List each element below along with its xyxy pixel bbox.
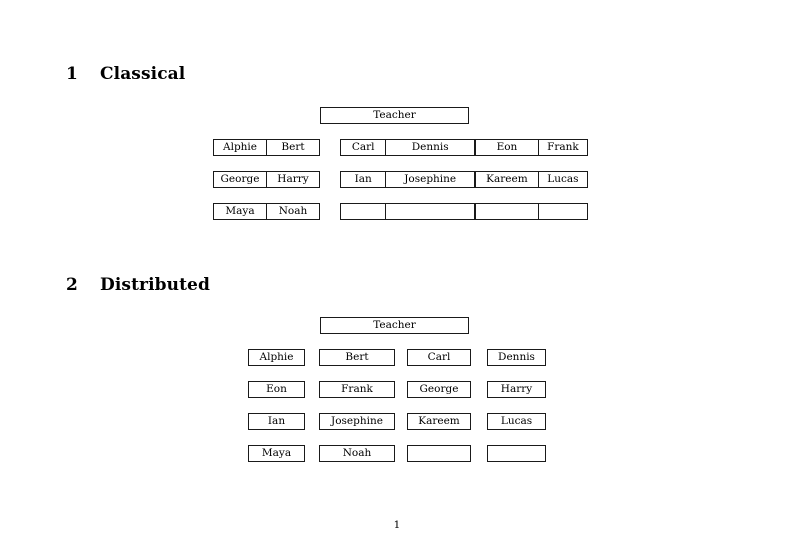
name-cell: Eon bbox=[249, 382, 304, 397]
cell-group: Maya bbox=[248, 445, 305, 462]
table-row: Eon Frank George Harry bbox=[248, 381, 548, 398]
name-cell: Eon bbox=[476, 140, 538, 155]
name-cell: Maya bbox=[214, 204, 266, 219]
cell-group: Ian bbox=[248, 413, 305, 430]
name-cell: Frank bbox=[320, 382, 394, 397]
table-row: Maya Noah bbox=[248, 445, 548, 462]
name-cell: Bert bbox=[320, 350, 394, 365]
cell-group: George Harry bbox=[213, 171, 320, 188]
name-cell: Dennis bbox=[488, 350, 545, 365]
name-cell: George bbox=[214, 172, 266, 187]
cell-group: Lucas bbox=[487, 413, 546, 430]
cell-group: Carl Dennis bbox=[340, 139, 475, 156]
cell-group: Kareem bbox=[407, 413, 471, 430]
table-row: Alphie Bert Carl Dennis Eon Frank bbox=[213, 139, 588, 156]
cell-group bbox=[407, 445, 471, 462]
name-cell: Frank bbox=[537, 140, 587, 155]
empty-cell bbox=[488, 446, 545, 461]
name-cell: Kareem bbox=[408, 414, 470, 429]
name-cell: Josephine bbox=[385, 172, 474, 187]
section-number: 2 bbox=[66, 275, 78, 295]
empty-cell bbox=[408, 446, 470, 461]
empty-cell bbox=[476, 204, 538, 219]
cell-group: Dennis bbox=[487, 349, 546, 366]
name-cell: Josephine bbox=[320, 414, 394, 429]
name-cell: Alphie bbox=[214, 140, 266, 155]
name-cell: Noah bbox=[266, 204, 319, 219]
cell-group: George bbox=[407, 381, 471, 398]
cell-group bbox=[475, 203, 588, 220]
teacher-box-distributed: Teacher bbox=[320, 317, 469, 334]
table-row: Alphie Bert Carl Dennis bbox=[248, 349, 548, 366]
cell-group: Kareem Lucas bbox=[475, 171, 588, 188]
name-cell: Dennis bbox=[385, 140, 474, 155]
cell-group: Eon bbox=[248, 381, 305, 398]
table-row: Ian Josephine Kareem Lucas bbox=[248, 413, 548, 430]
empty-cell bbox=[341, 204, 386, 219]
name-cell: George bbox=[408, 382, 470, 397]
cell-group: Josephine bbox=[319, 413, 395, 430]
cell-group: Alphie Bert bbox=[213, 139, 320, 156]
teacher-box-classical: Teacher bbox=[320, 107, 469, 124]
name-cell: Noah bbox=[320, 446, 394, 461]
cell-group: Harry bbox=[487, 381, 546, 398]
name-cell: Ian bbox=[249, 414, 304, 429]
name-cell: Harry bbox=[266, 172, 319, 187]
name-cell: Bert bbox=[266, 140, 319, 155]
cell-group: Frank bbox=[319, 381, 395, 398]
cell-group: Maya Noah bbox=[213, 203, 320, 220]
name-cell: Ian bbox=[341, 172, 386, 187]
section-title: Distributed bbox=[100, 275, 210, 295]
cell-group: Carl bbox=[407, 349, 471, 366]
empty-cell bbox=[385, 204, 474, 219]
name-cell: Carl bbox=[341, 140, 386, 155]
name-cell: Lucas bbox=[537, 172, 587, 187]
name-cell: Alphie bbox=[249, 350, 304, 365]
page-number: 1 bbox=[393, 519, 401, 531]
name-cell: Maya bbox=[249, 446, 304, 461]
section-number: 1 bbox=[66, 64, 78, 84]
cell-group: Alphie bbox=[248, 349, 305, 366]
name-cell: Carl bbox=[408, 350, 470, 365]
cell-group: Ian Josephine bbox=[340, 171, 475, 188]
name-cell: Lucas bbox=[488, 414, 545, 429]
cell-group: Eon Frank bbox=[475, 139, 588, 156]
table-row: Maya Noah bbox=[213, 203, 588, 220]
empty-cell bbox=[537, 204, 587, 219]
cell-group bbox=[487, 445, 546, 462]
table-row: George Harry Ian Josephine Kareem Lucas bbox=[213, 171, 588, 188]
name-cell: Harry bbox=[488, 382, 545, 397]
cell-group: Noah bbox=[319, 445, 395, 462]
cell-group: Bert bbox=[319, 349, 395, 366]
section-heading-classical: 1 Classical bbox=[66, 64, 185, 84]
section-heading-distributed: 2 Distributed bbox=[66, 275, 210, 295]
name-cell: Kareem bbox=[476, 172, 538, 187]
section-title: Classical bbox=[100, 64, 186, 84]
cell-group bbox=[340, 203, 475, 220]
